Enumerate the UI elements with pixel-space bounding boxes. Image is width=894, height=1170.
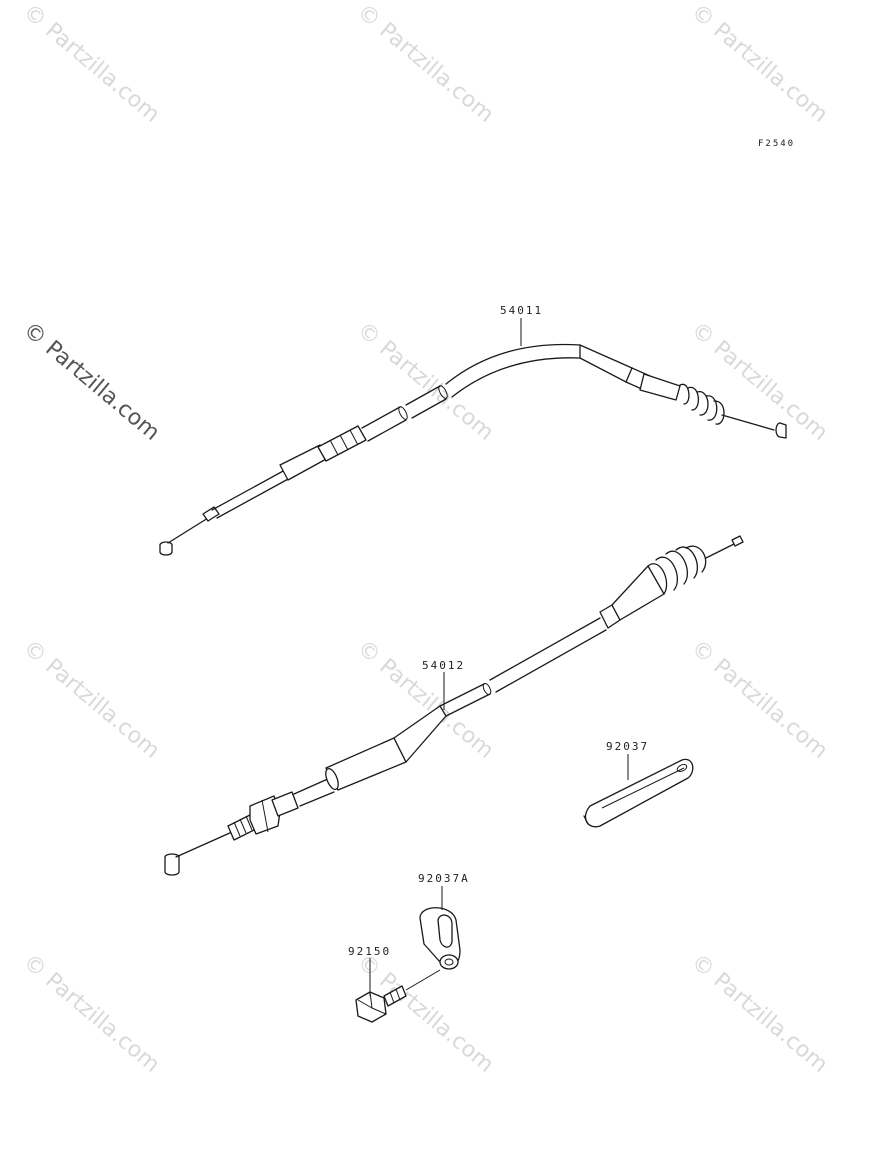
watermark: © Partzilla.com bbox=[352, 317, 498, 445]
watermark: © Partzilla.com bbox=[18, 0, 164, 128]
watermark: © Partzilla.com bbox=[352, 635, 498, 763]
watermark: © Partzilla.com bbox=[18, 949, 164, 1077]
part-number-54011[interactable]: 54011 bbox=[500, 304, 543, 317]
clamp-92037A-drawing bbox=[419, 907, 461, 970]
cable-54012-drawing bbox=[164, 535, 744, 876]
part-number-92037A[interactable]: 92037A bbox=[418, 872, 470, 885]
cable-54011-drawing bbox=[159, 343, 787, 556]
watermark: © Partzilla.com bbox=[686, 635, 832, 763]
watermark: © Partzilla.com bbox=[686, 949, 832, 1077]
watermark: © Partzilla.com bbox=[18, 317, 164, 445]
leader-lines bbox=[369, 318, 629, 996]
part-number-92037[interactable]: 92037 bbox=[606, 740, 649, 753]
watermark: © Partzilla.com bbox=[686, 317, 832, 445]
part-number-92150[interactable]: 92150 bbox=[348, 945, 391, 958]
watermark: © Partzilla.com bbox=[352, 0, 498, 128]
part-number-54012[interactable]: 54012 bbox=[422, 659, 465, 672]
figure-code: F2540 bbox=[758, 139, 795, 149]
watermark: © Partzilla.com bbox=[686, 0, 832, 128]
watermark: © Partzilla.com bbox=[18, 635, 164, 763]
bolt-92150-drawing bbox=[355, 969, 441, 1023]
strap-92037-drawing bbox=[583, 758, 694, 828]
